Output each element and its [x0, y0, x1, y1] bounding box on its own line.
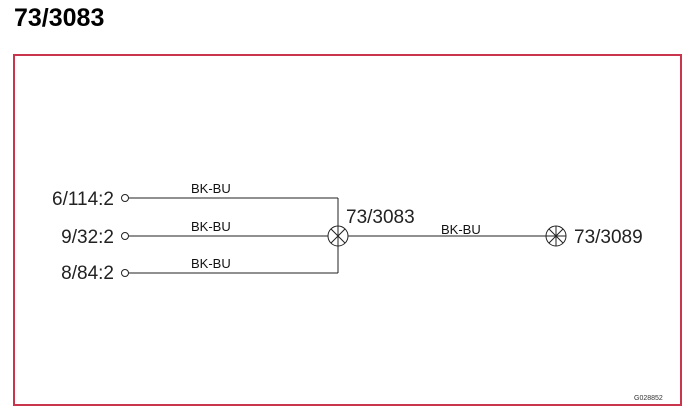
diagram-frame [13, 54, 682, 406]
terminal-connector-2 [121, 232, 129, 240]
terminal-connector-3 [121, 269, 129, 277]
splice-end-label: 73/3089 [574, 227, 643, 248]
wire-3-color-label: BK-BU [191, 256, 231, 271]
link-wire-color-label: BK-BU [441, 222, 481, 237]
splice-center-label: 73/3083 [346, 207, 415, 228]
wire-1-color-label: BK-BU [191, 181, 231, 196]
splice-center-icon [327, 225, 349, 247]
wire-2-color-label: BK-BU [191, 219, 231, 234]
terminal-connector-1 [121, 194, 129, 202]
terminal-label-3: 8/84:2 [61, 263, 114, 284]
terminal-label-1: 6/114:2 [52, 189, 114, 210]
figure-code: G028852 [634, 395, 663, 402]
page-title: 73/3083 [14, 4, 105, 32]
splice-end-icon [545, 225, 567, 247]
terminal-label-2: 9/32:2 [61, 227, 114, 248]
